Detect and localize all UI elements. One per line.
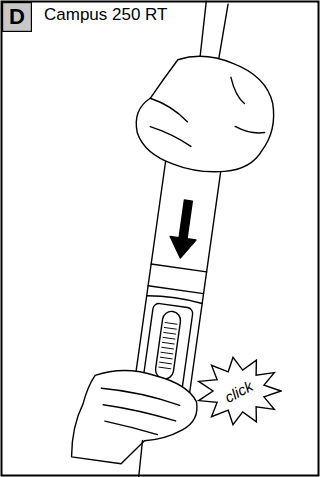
tube-band	[151, 264, 206, 272]
bottom-hand	[70, 364, 201, 473]
spring-coils	[159, 323, 177, 369]
node-shape	[3, 3, 32, 32]
spring	[154, 310, 181, 380]
device-drawing	[66, 0, 289, 477]
click-starburst: click	[196, 356, 282, 426]
panel-letter: D	[9, 4, 25, 30]
push-arrow	[167, 199, 201, 260]
tube-band	[148, 286, 203, 294]
model-name: Campus 250 RT	[44, 5, 167, 25]
tube-band	[147, 294, 203, 304]
panel-letter-box: D	[2, 2, 32, 32]
node-shape	[199, 357, 281, 424]
top-hand	[131, 48, 281, 180]
finger-lines	[96, 388, 181, 437]
finger-lines	[144, 67, 271, 157]
stem-line	[135, 441, 145, 477]
